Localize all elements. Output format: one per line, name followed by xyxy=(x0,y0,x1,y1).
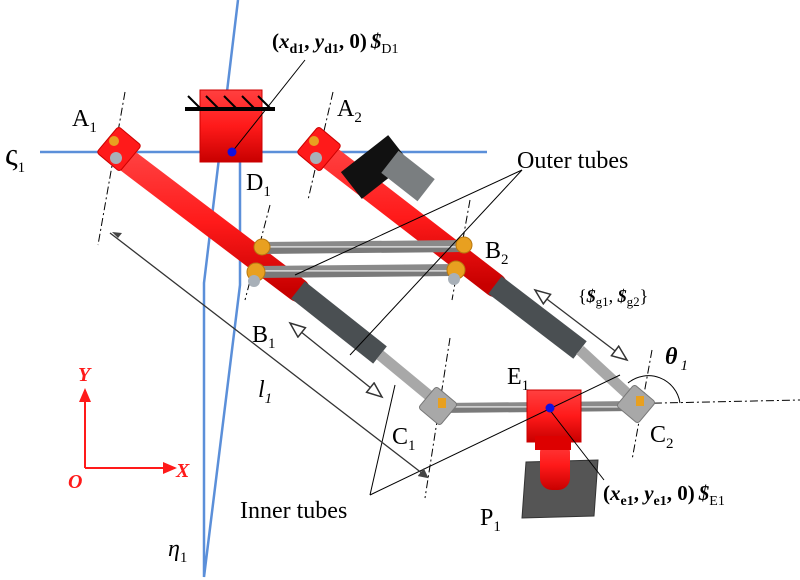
label-D1: D1 xyxy=(246,170,271,200)
axis-line-A1 xyxy=(97,91,126,246)
point-E1 xyxy=(545,403,555,413)
label-P1: P1 xyxy=(480,505,501,535)
label-B1: B1 xyxy=(252,322,276,352)
C-joints xyxy=(419,385,655,425)
l1-dimension-arrow xyxy=(109,232,429,479)
label-C1: C1 xyxy=(392,424,416,454)
outer-tubes-label: Outer tubes xyxy=(517,148,628,174)
label-A2: A2 xyxy=(337,96,362,126)
label-E1: E1 xyxy=(507,364,529,394)
B-joints xyxy=(246,236,473,287)
label-A1: A1 xyxy=(72,106,97,136)
y-axis-label: Y xyxy=(78,364,92,386)
parallelogram-rods xyxy=(255,240,465,278)
label-C2: C2 xyxy=(650,422,674,452)
inner-tubes-label: Inner tubes xyxy=(240,498,347,524)
axis-line-C1-C2 xyxy=(429,399,800,409)
label-zeta1: ς1 xyxy=(5,136,25,176)
label-l1: l1 xyxy=(258,377,272,407)
B1-stroke-arrow xyxy=(290,323,382,397)
end-effector-E1 xyxy=(521,389,599,519)
x-axis-label: X xyxy=(175,460,190,482)
D1-slider-block xyxy=(185,89,275,163)
reference-lines xyxy=(40,0,487,578)
point-D1 xyxy=(227,147,237,157)
origin-label: O xyxy=(68,471,82,493)
coordinate-frame xyxy=(79,388,177,474)
screw-E1-label: (xe1, ye1, 0)$E1 xyxy=(603,481,725,509)
label-eta1: η1 xyxy=(168,536,187,566)
label-B2: B2 xyxy=(485,238,509,268)
left-limb-inner-tube xyxy=(376,350,436,403)
A-joints xyxy=(97,127,341,171)
screw-g-label: {$g1, $g2} xyxy=(578,286,648,309)
screw-D1-label: (xd1, yd1, 0)$D1 xyxy=(272,29,399,57)
eta1-line xyxy=(202,0,242,578)
motor xyxy=(340,135,435,202)
screw-g-arrow xyxy=(535,290,627,360)
